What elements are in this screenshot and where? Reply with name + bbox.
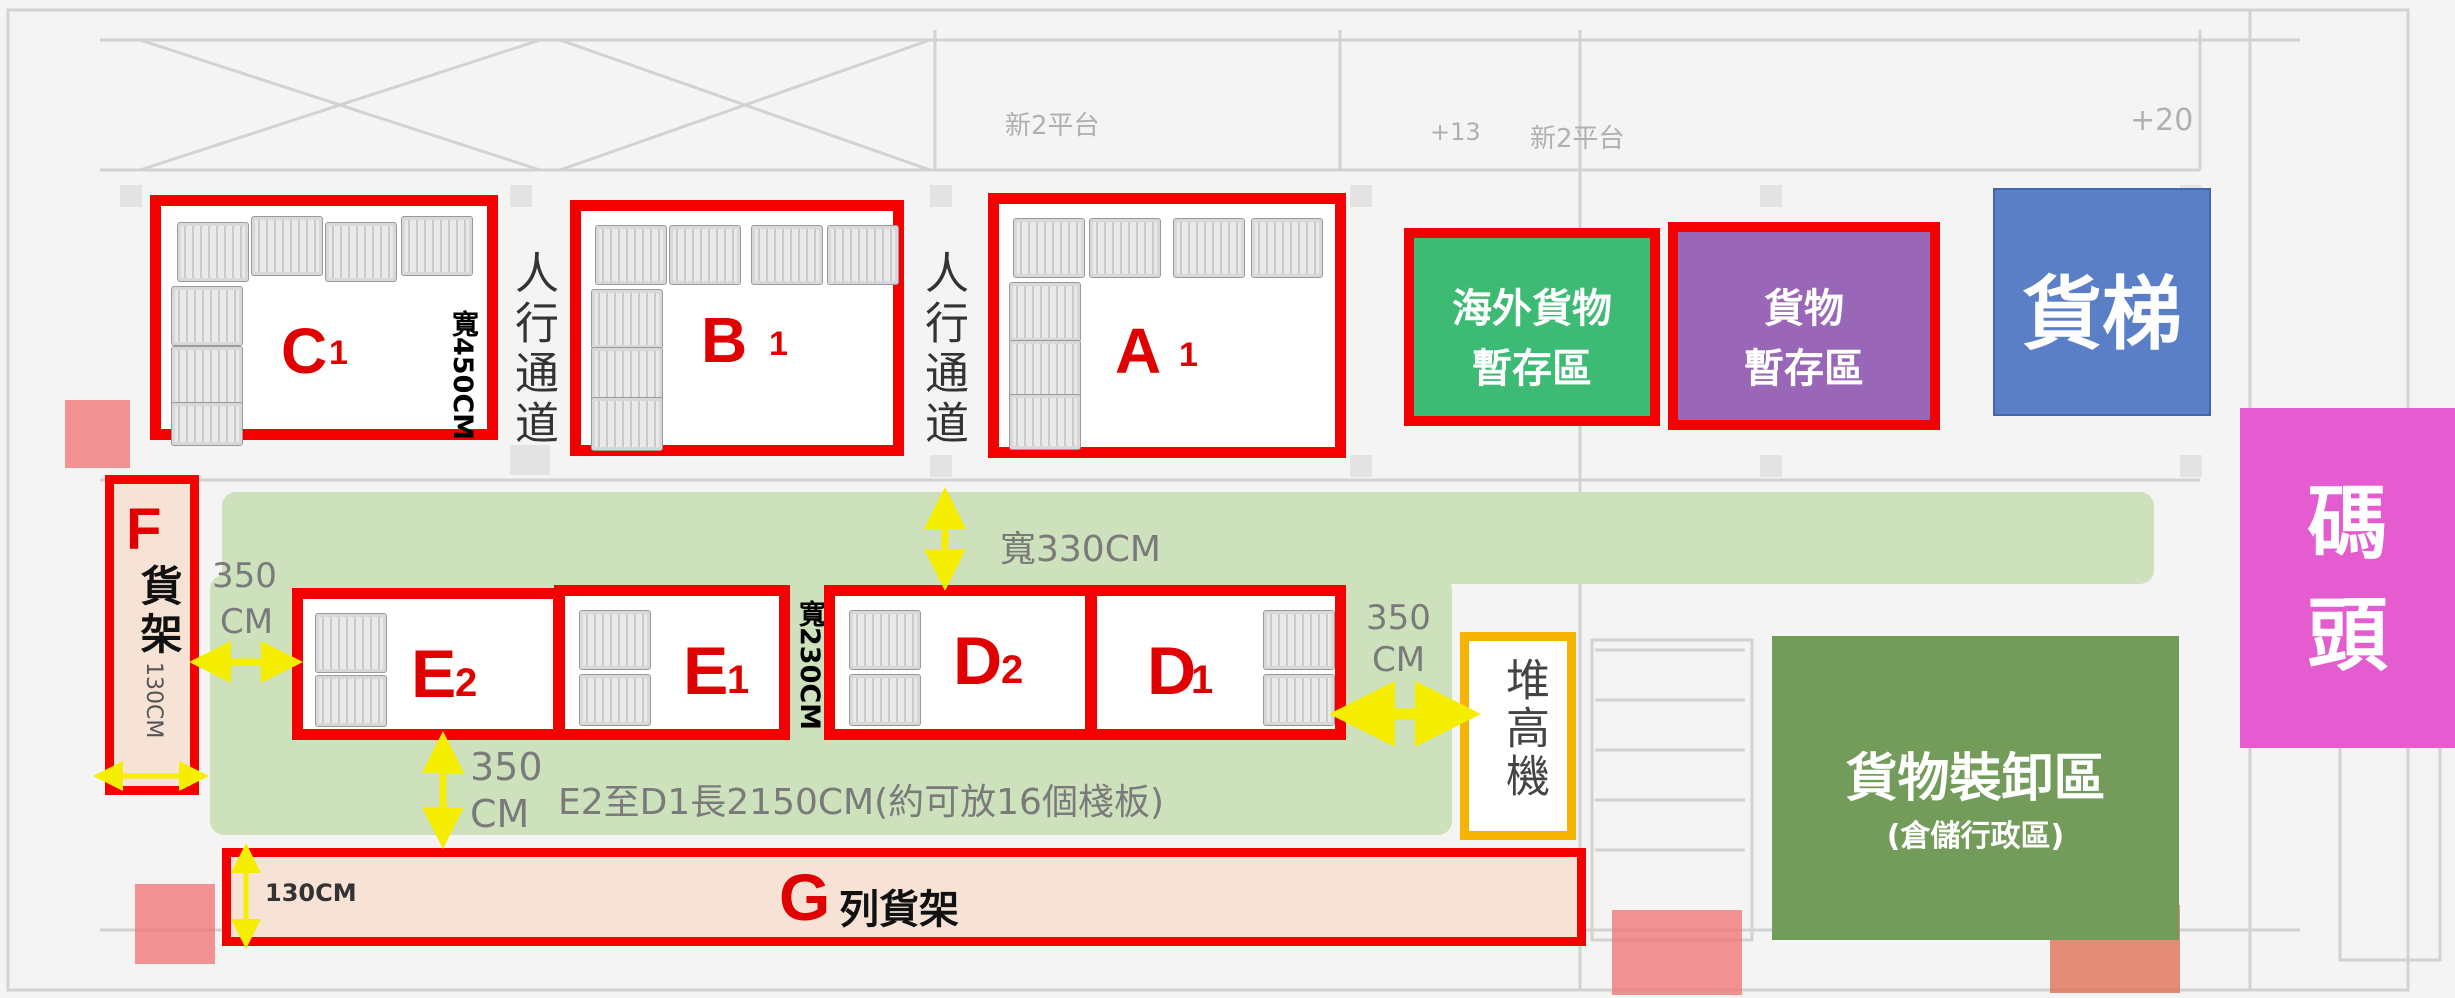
zone-e2[interactable]: E 2 bbox=[292, 588, 564, 740]
zone-b1[interactable]: B 1 bbox=[570, 200, 904, 456]
loading-area[interactable]: 貨物裝卸區 (倉儲行政區) bbox=[1772, 636, 2179, 940]
zone-d1[interactable]: D 1 bbox=[1086, 585, 1346, 740]
background-mark: +13 bbox=[1430, 118, 1481, 146]
zone-c1-width-note: 寬450CM bbox=[447, 310, 478, 441]
background-mark: +20 bbox=[2130, 103, 2194, 138]
pillar-marker bbox=[65, 400, 130, 468]
zone-d2-index: 2 bbox=[1001, 648, 1024, 692]
zone-b1-index: 1 bbox=[769, 325, 788, 363]
zone-c1[interactable]: C 1 寬450CM bbox=[150, 195, 498, 446]
overseas-temp-line2: 暫存區 bbox=[1472, 346, 1592, 392]
pillar-marker bbox=[1612, 910, 1742, 995]
zone-d2-letter: D bbox=[953, 623, 1003, 699]
zone-g-letter: G bbox=[779, 860, 831, 934]
background-mark: 新2平台 bbox=[1005, 111, 1100, 141]
walkway-right-label: 人行通道 bbox=[917, 250, 968, 450]
forklift-label: 堆高機 bbox=[1498, 657, 1549, 801]
freight-elevator-label: 貨梯 bbox=[2022, 268, 2182, 361]
cargo-temp-line1: 貨物 bbox=[1764, 286, 1844, 332]
zone-e2-index: 2 bbox=[455, 661, 478, 705]
zone-d1-letter: D bbox=[1147, 633, 1197, 709]
zone-c1-letter: C bbox=[281, 315, 328, 387]
zone-d-width-note: 寬230CM bbox=[794, 600, 825, 731]
overseas-temp-line1: 海外貨物 bbox=[1452, 286, 1612, 332]
zone-e1-letter: E bbox=[683, 633, 729, 709]
dock-label: 碼頭 bbox=[2307, 477, 2388, 682]
left-gap-unit: CM bbox=[220, 602, 274, 642]
zone-f-letter: F bbox=[126, 497, 162, 562]
bottom-gap-num: 350 bbox=[470, 745, 543, 789]
zone-f-dim: 130CM bbox=[141, 662, 166, 739]
overseas-temp-storage[interactable]: 海外貨物 暫存區 bbox=[1404, 228, 1660, 426]
cargo-temp-line2: 暫存區 bbox=[1744, 346, 1864, 392]
zone-f-shelf[interactable]: F 貨架 130CM bbox=[105, 475, 199, 795]
zone-e1-index: 1 bbox=[727, 658, 750, 702]
walkway-left-label: 人行通道 bbox=[507, 250, 558, 450]
zone-a1[interactable]: A 1 bbox=[988, 193, 1346, 458]
dock[interactable]: 碼頭 bbox=[2240, 408, 2455, 748]
zone-c1-index: 1 bbox=[329, 334, 348, 372]
zone-a1-index: 1 bbox=[1179, 336, 1198, 374]
zone-a1-letter: A bbox=[1115, 315, 1162, 387]
zone-d1-index: 1 bbox=[1191, 658, 1214, 702]
cargo-temp-storage[interactable]: 貨物 暫存區 bbox=[1668, 222, 1940, 430]
zone-f-label: 貨架 bbox=[134, 564, 183, 660]
zone-g-dim: 130CM bbox=[265, 879, 357, 907]
row-length-label: E2至D1長2150CM(約可放16個棧板) bbox=[558, 782, 1164, 823]
bottom-gap-unit: CM bbox=[470, 792, 530, 836]
left-gap-num: 350 bbox=[212, 556, 277, 596]
right-gap-unit: CM bbox=[1372, 640, 1426, 680]
zone-g-shelf[interactable]: 130CM G 列貨架 bbox=[222, 848, 1586, 946]
loading-area-title: 貨物裝卸區 bbox=[1845, 749, 2106, 809]
main-aisle bbox=[222, 492, 2154, 584]
zone-b1-letter: B bbox=[701, 304, 748, 376]
zone-e1[interactable]: E 1 bbox=[554, 585, 790, 740]
pillar-marker bbox=[135, 884, 215, 964]
background-mark: 新2平台 bbox=[1530, 124, 1625, 154]
zone-e2-letter: E bbox=[411, 636, 457, 712]
freight-elevator[interactable]: 貨梯 bbox=[1993, 188, 2211, 416]
aisle-width-label: 寬330CM bbox=[1000, 529, 1161, 570]
zone-g-label: 列貨架 bbox=[839, 887, 959, 933]
right-gap-num: 350 bbox=[1366, 598, 1431, 638]
loading-area-subtitle: (倉儲行政區) bbox=[1886, 819, 2065, 854]
